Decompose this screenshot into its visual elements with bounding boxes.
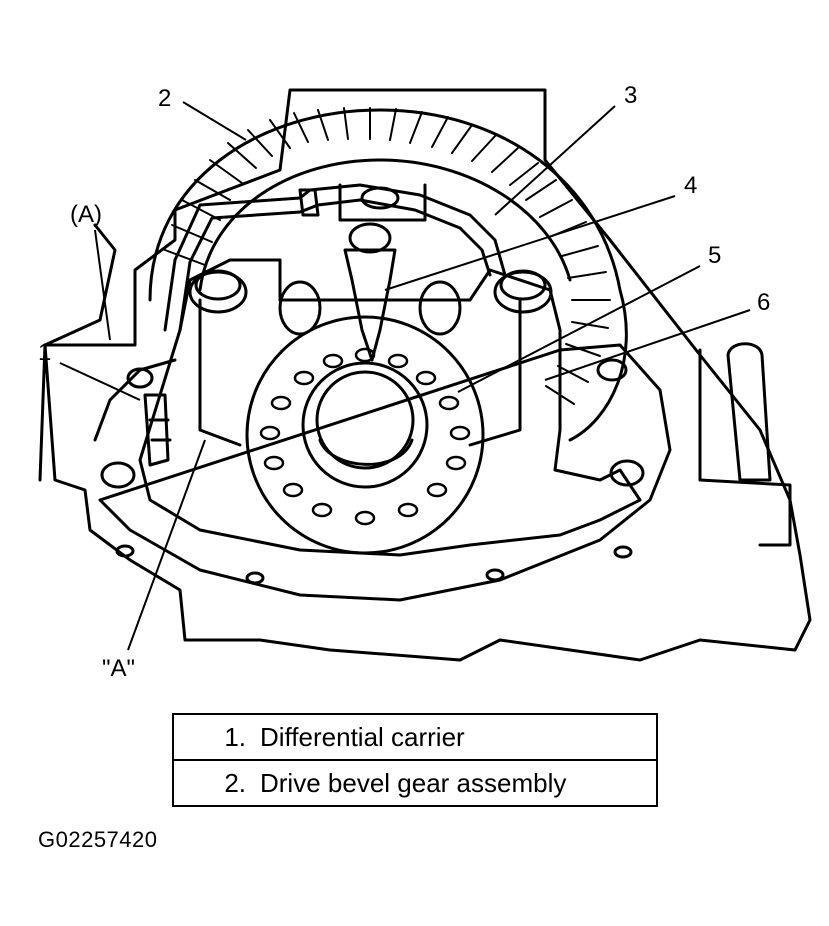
- cap-bolts: [188, 186, 553, 314]
- legend-label: Drive bevel gear assembly: [260, 767, 567, 798]
- legend-row: 2. Drive bevel gear assembly: [174, 761, 656, 805]
- leader-lines: [59, 101, 751, 651]
- callout-3: 3: [624, 82, 637, 109]
- legend-row: 1. Differential carrier: [174, 715, 656, 761]
- pinion-shaft-lock: [343, 248, 397, 362]
- carrier-cap-right: [468, 298, 522, 447]
- housing-right-block: [698, 348, 792, 547]
- housing-outline: [43, 88, 812, 662]
- carrier-upper-block: [278, 183, 427, 302]
- legend-number: 2.: [224, 767, 246, 798]
- ring-gear-inner: [198, 158, 572, 292]
- bracket-tube: [163, 183, 507, 332]
- side-openings: [278, 280, 462, 336]
- callout-6: 6: [757, 289, 770, 316]
- callout-2: 2: [158, 85, 171, 112]
- housing-left-panel: [38, 223, 117, 482]
- base-bolts: [100, 358, 645, 585]
- flange-holes: [259, 347, 471, 526]
- right-handle: [726, 342, 772, 482]
- legend-table: 1. Differential carrier 2. Drive bevel g…: [172, 713, 658, 807]
- legend-label: Differential carrier: [260, 721, 465, 752]
- callout-4: 4: [684, 172, 697, 199]
- gauge-fitting: [143, 393, 172, 467]
- clip: [298, 188, 320, 217]
- callout-5: 5: [708, 242, 721, 269]
- carrier-body: [138, 258, 642, 557]
- figure-id: G02257420: [38, 827, 158, 852]
- callout-A-quoted: "A": [102, 655, 135, 682]
- callout-1: 1: [38, 339, 51, 366]
- carrier-cap-left: [198, 298, 242, 447]
- ring-gear-outline: [148, 108, 628, 442]
- callout-A-paren: (A): [70, 201, 102, 228]
- differential-illustration: 2 3 4 5 6 1 (A) "A": [38, 82, 812, 682]
- base-plate: [93, 343, 672, 602]
- legend-number: 1.: [224, 721, 246, 752]
- companion-flange: [245, 315, 485, 555]
- ring-gear-teeth: [164, 107, 611, 405]
